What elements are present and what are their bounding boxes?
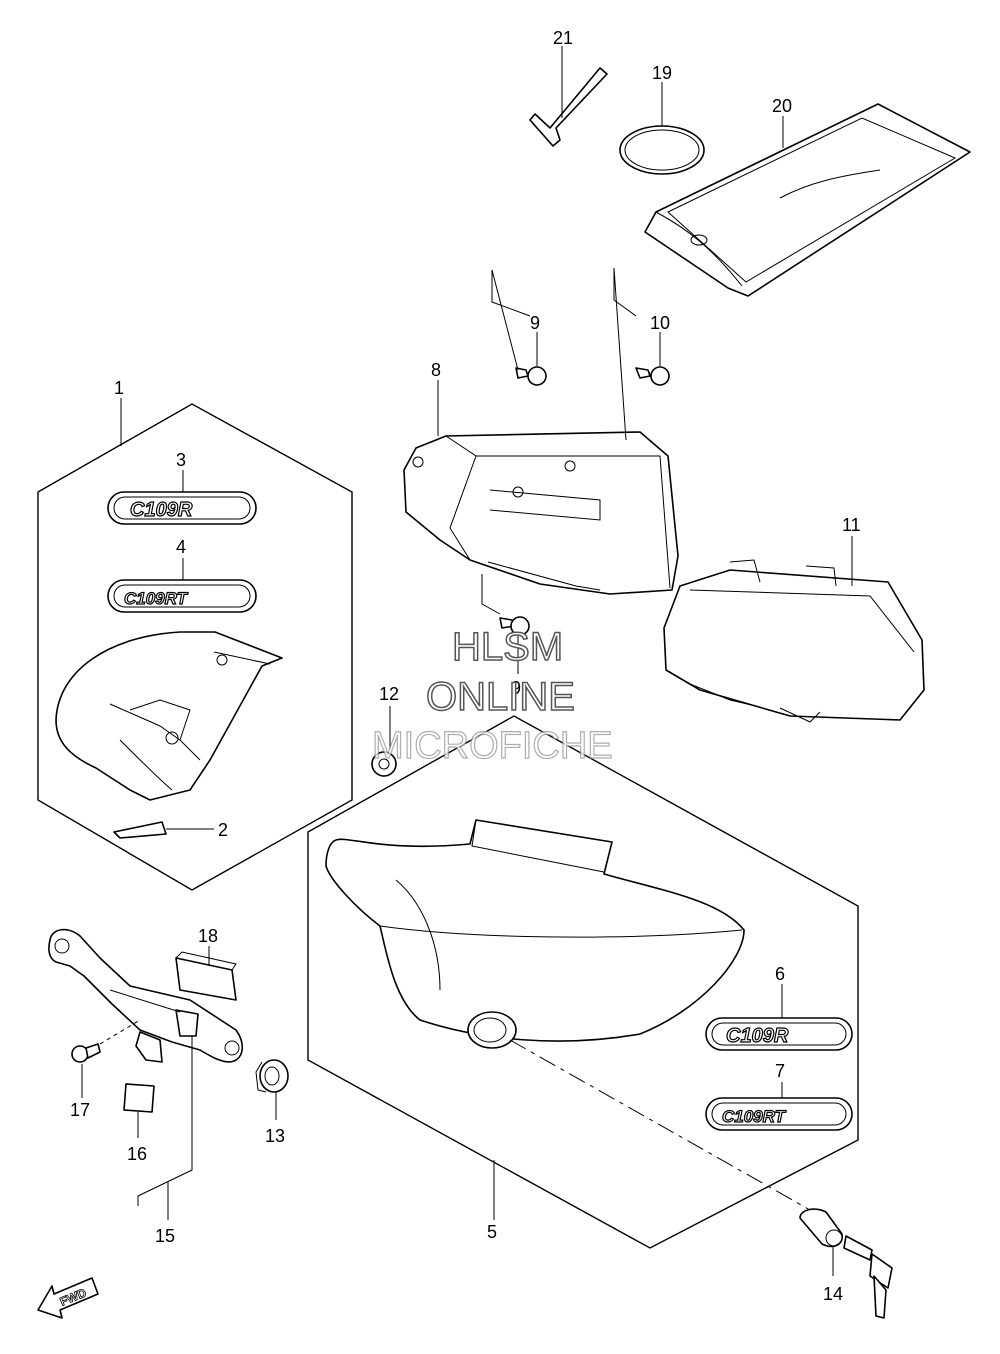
svg-text:C109R: C109R [726,1025,789,1047]
svg-text:C109RT: C109RT [124,589,189,608]
part-8-tool-box[interactable] [403,431,679,595]
callout-17: 17 [70,1100,90,1120]
callout-14: 14 [823,1284,843,1304]
callout-9a: 9 [530,313,540,333]
part-18-cushion[interactable] [175,951,237,1001]
svg-text:FWD: FWD [58,1285,89,1308]
part-17-bolt[interactable] [71,1043,101,1063]
part-12-grommet[interactable] [371,751,397,777]
part-20-manual-case[interactable] [644,103,971,297]
emblem-7[interactable]: C109RT [705,1097,853,1131]
part-2-label[interactable] [113,821,167,839]
part-1-frame [37,403,353,891]
part-16-pad[interactable] [123,1083,155,1113]
part-15-bracket[interactable] [48,928,243,1063]
part-9-screw-top[interactable] [515,366,547,386]
part-19-band[interactable] [619,125,705,175]
fwd-arrow-icon: FWD [37,1277,99,1319]
svg-text:C109R: C109R [130,499,193,521]
watermark: HLSM ONLINE MICROFICHE [371,624,613,767]
part-11-cover[interactable] [663,559,925,723]
callout-6: 6 [775,964,785,984]
svg-text:C109RT: C109RT [722,1107,787,1126]
part-1-frame-cover[interactable] [55,631,283,801]
callout-8: 8 [431,360,441,380]
callout-12: 12 [379,684,399,704]
part-5-frame-cover[interactable] [325,819,745,1049]
watermark-line1: HLSM [452,625,563,669]
callout-4: 4 [176,537,186,557]
emblem-6[interactable]: C109R [705,1017,853,1051]
callout-10: 10 [650,313,670,333]
part-13-grommet[interactable] [255,1059,289,1093]
part-14-lock-set[interactable] [799,1208,893,1319]
callout-13: 13 [265,1126,285,1146]
part-5-frame [307,715,859,1249]
watermark-line3: MICROFICHE [372,725,613,767]
callout-21: 21 [553,28,573,48]
part-21-hex-wrench[interactable] [529,67,608,147]
callout-20: 20 [772,96,792,116]
callout-19: 19 [652,63,672,83]
callout-7: 7 [775,1061,785,1081]
callout-15: 15 [155,1226,175,1246]
watermark-line2: ONLINE [426,675,575,719]
callout-9b: 9 [511,678,521,698]
emblem-4[interactable]: C109RT [107,579,257,613]
emblem-3[interactable]: C109R [107,491,257,525]
callout-2: 2 [218,820,228,840]
part-9-screw-bottom[interactable] [499,616,530,636]
callout-16: 16 [127,1144,147,1164]
callout-3: 3 [176,450,186,470]
callout-5: 5 [487,1222,497,1242]
callout-11: 11 [842,515,861,535]
part-10-screw[interactable] [635,366,670,386]
callout-1: 1 [114,378,124,398]
callout-18: 18 [198,926,218,946]
